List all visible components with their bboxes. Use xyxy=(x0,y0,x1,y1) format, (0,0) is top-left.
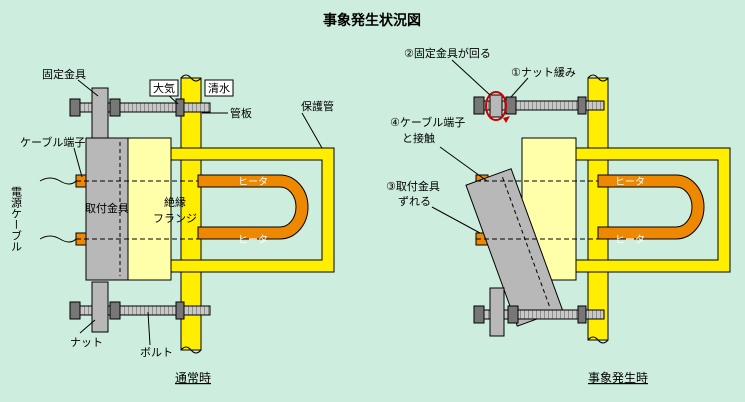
incident-state-figure: ②固定金具が回る ①ナット緩み ④ケーブル端子 と接触 ③取付金具 ずれる ヒー… xyxy=(386,46,731,385)
label-heater-bottom-right: ヒータ xyxy=(615,234,645,246)
nut-top-left xyxy=(69,98,81,117)
label-protection-tube: 保護管 xyxy=(301,99,334,113)
normal-state-figure: 固定金具 大気 清水 管板 保護管 ケーブル端子 電源ケーブル 取付金具 絶縁 … xyxy=(10,67,335,385)
tube-plate-right-break-top xyxy=(587,74,609,82)
label-nut: ナット xyxy=(70,336,103,349)
label-atmosphere: 大気 xyxy=(153,81,175,95)
label-mounting-bracket: 取付金具 xyxy=(85,201,129,215)
label-note1: ①ナット緩み xyxy=(511,66,576,79)
nut-top-mid xyxy=(109,98,121,117)
rotation-arrow-head xyxy=(503,116,510,123)
nut-bottom-left xyxy=(69,301,81,320)
label-heater-top-right: ヒータ xyxy=(615,176,645,188)
label-fresh-water: 清水 xyxy=(208,82,230,95)
leader-lines-right xyxy=(431,59,529,234)
nut-bottom-right-right xyxy=(577,305,587,324)
label-tube-plate: 管板 xyxy=(230,106,252,120)
label-heater-bottom: ヒータ xyxy=(238,234,268,246)
heater-element xyxy=(197,174,309,240)
fixing-bracket-bottom-right xyxy=(489,287,505,337)
label-power-cable: 電源ケーブル xyxy=(10,186,23,252)
power-cable-bottom xyxy=(39,235,77,243)
bolt-top xyxy=(69,102,211,113)
nut-bottom-mid-right xyxy=(507,305,519,324)
bolt-bottom xyxy=(69,305,211,316)
heater-element-right xyxy=(597,174,705,240)
fresh-water-box xyxy=(204,79,234,97)
mounting-bracket xyxy=(85,137,129,281)
tube-plate-right xyxy=(587,77,609,341)
label-note3-b: ずれる xyxy=(398,195,431,208)
diagram-title: 事象発生状況図 xyxy=(323,12,421,29)
tube-plate-break-bottom xyxy=(180,346,202,354)
atmosphere-box xyxy=(149,79,179,97)
label-note4-a: ④ケーブル端子 xyxy=(390,115,465,129)
nut-top-right xyxy=(175,98,185,117)
nut-top-left-right xyxy=(473,96,485,115)
label-insulation-flange-2: フランジ xyxy=(153,212,197,225)
caption-incident: 事象発生時 xyxy=(588,371,648,385)
nut-bottom-left-right xyxy=(473,305,485,324)
label-fixing-bracket: 固定金具 xyxy=(42,67,86,81)
rotation-arrow xyxy=(485,91,507,121)
leader-lines-left xyxy=(73,79,323,346)
tube-plate-break-top xyxy=(180,74,202,82)
label-cable-terminal: ケーブル端子 xyxy=(20,135,85,149)
label-heater-top: ヒータ xyxy=(238,176,268,188)
fixing-bracket-top-right xyxy=(489,94,503,118)
power-cable-top xyxy=(39,177,77,185)
insulation-flange xyxy=(126,137,172,281)
nut-top-right-right xyxy=(577,96,587,115)
nut-top-mid-right xyxy=(505,96,517,115)
fixing-bracket-bottom xyxy=(91,281,109,333)
nut-bottom-right xyxy=(175,301,185,320)
fixing-bracket-top xyxy=(91,87,109,139)
label-note3-a: ③取付金具 xyxy=(386,179,440,193)
label-bolt: ボルト xyxy=(140,346,173,359)
nut-bottom-mid xyxy=(109,301,121,320)
tube-plate-right-break-bottom xyxy=(587,336,609,344)
label-note4-b: と接触 xyxy=(402,131,435,145)
label-insulation-flange-1: 絶縁 xyxy=(164,195,186,209)
label-note2: ②固定金具が回る xyxy=(404,46,491,60)
caption-normal: 通常時 xyxy=(175,371,211,385)
